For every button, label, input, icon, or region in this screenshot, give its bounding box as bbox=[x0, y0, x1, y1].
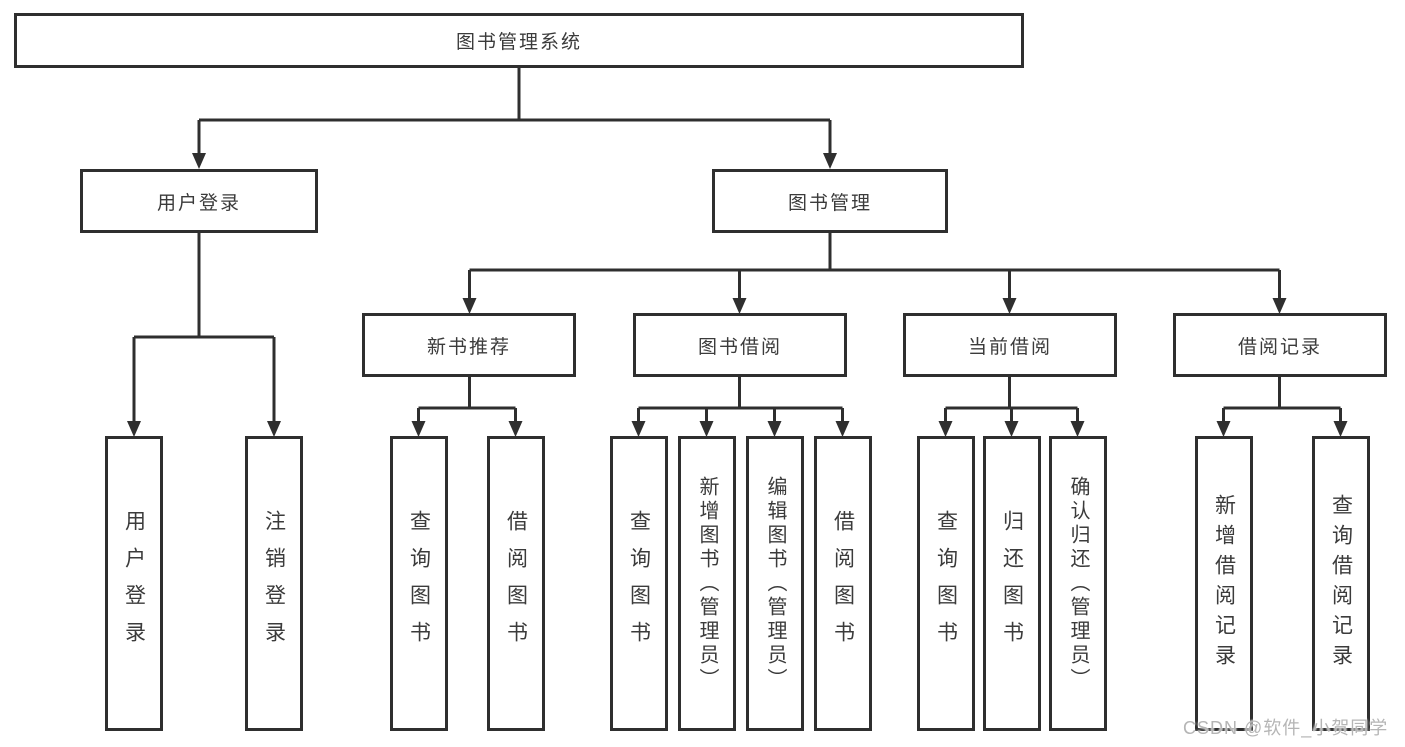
leaf-add-borrow-record: 新增借阅记录 bbox=[1195, 436, 1253, 731]
leaf-label: 查询图书 bbox=[627, 509, 651, 658]
leaf-label: 查询图书 bbox=[934, 509, 958, 658]
connector-book-borrow-children bbox=[631, 377, 850, 437]
leaf-label: 确认归还（管理员） bbox=[1067, 475, 1089, 692]
leaf-borrow-books-recommend: 借阅图书 bbox=[487, 436, 545, 731]
leaf-label: 新增图书（管理员） bbox=[696, 475, 718, 692]
connector-borrow-records-children bbox=[1216, 377, 1348, 437]
leaf-label: 查询借阅记录 bbox=[1329, 493, 1353, 674]
leaf-query-books-current: 查询图书 bbox=[917, 436, 975, 731]
connector-root-to-level2 bbox=[192, 68, 837, 169]
leaf-query-borrow-record: 查询借阅记录 bbox=[1312, 436, 1370, 731]
leaf-label: 借阅图书 bbox=[504, 509, 528, 658]
connector-new-book-children bbox=[411, 377, 523, 437]
node-current-borrow-label: 当前借阅 bbox=[967, 336, 1052, 358]
leaf-query-books-recommend: 查询图书 bbox=[390, 436, 448, 731]
leaf-confirm-return-admin: 确认归还（管理员） bbox=[1049, 436, 1107, 731]
node-book-management: 图书管理 bbox=[712, 169, 948, 233]
node-new-book-recommend-label: 新书推荐 bbox=[426, 336, 511, 358]
leaf-label: 用户登录 bbox=[122, 509, 146, 658]
node-user-login-label: 用户登录 bbox=[156, 192, 241, 214]
leaf-return-book: 归还图书 bbox=[983, 436, 1041, 731]
leaf-label: 新增借阅记录 bbox=[1212, 493, 1236, 674]
connector-current-borrow-children bbox=[938, 377, 1085, 437]
node-book-borrow: 图书借阅 bbox=[633, 313, 847, 377]
node-book-management-label: 图书管理 bbox=[787, 192, 872, 214]
node-root: 图书管理系统 bbox=[14, 13, 1024, 68]
leaf-label: 借阅图书 bbox=[831, 509, 855, 658]
csdn-watermark: CSDN @软件_小贺同学 bbox=[1183, 718, 1389, 738]
leaf-label: 归还图书 bbox=[1000, 509, 1024, 658]
node-root-label: 图书管理系统 bbox=[455, 32, 582, 53]
leaf-borrow-books: 借阅图书 bbox=[814, 436, 872, 731]
leaf-label: 注销登录 bbox=[262, 509, 286, 658]
leaf-user-login: 用户登录 bbox=[105, 436, 163, 731]
connector-book-management-children bbox=[462, 233, 1287, 314]
leaf-edit-book-admin: 编辑图书（管理员） bbox=[746, 436, 804, 731]
node-borrow-records: 借阅记录 bbox=[1173, 313, 1387, 377]
leaf-logout: 注销登录 bbox=[245, 436, 303, 731]
node-new-book-recommend: 新书推荐 bbox=[362, 313, 576, 377]
leaf-add-book-admin: 新增图书（管理员） bbox=[678, 436, 736, 731]
connector-user-login-children bbox=[127, 233, 281, 437]
node-current-borrow: 当前借阅 bbox=[903, 313, 1117, 377]
node-book-borrow-label: 图书借阅 bbox=[697, 336, 782, 358]
leaf-label: 编辑图书（管理员） bbox=[764, 475, 786, 692]
leaf-label: 查询图书 bbox=[407, 509, 431, 658]
leaf-query-books-borrow: 查询图书 bbox=[610, 436, 668, 731]
node-user-login: 用户登录 bbox=[80, 169, 318, 233]
node-borrow-records-label: 借阅记录 bbox=[1237, 336, 1322, 358]
